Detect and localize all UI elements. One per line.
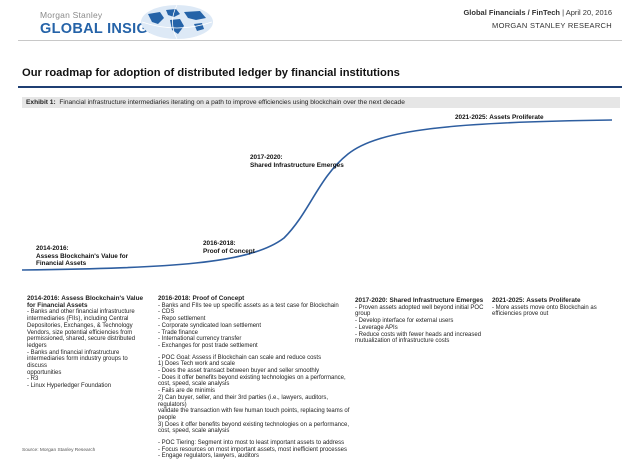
column-line: - Develop interface for external users [355,318,454,325]
column-line: - Exchanges for post trade settlement [158,342,258,349]
exhibit-caption: Exhibit 1: Financial infrastructure inte… [26,99,405,106]
column-line: intermediaries (FIIs), including Central [27,316,129,323]
column-heading: 2017-2020: Shared Infrastructure Emerges [355,297,484,304]
column-line: - Proven assets adopted well beyond init… [355,304,484,311]
column-line: Vendors, size potential efficiencies fro… [27,329,133,336]
column-line: people [158,414,177,421]
column-line: - Leverage APIs [355,324,398,331]
column-line: - Banks and FIIs tee up specific assets … [158,302,339,309]
date-label: April 20, 2016 [565,8,612,17]
column-line: validate the transaction with few human … [158,408,350,415]
column-line: intermediaries form industry groups to d… [27,356,128,370]
column-line: 3) Does it offer benefits beyond existin… [158,421,350,428]
column-line: 2) Can buyer, seller, and their 3rd part… [158,394,329,408]
exhibit-label: Exhibit 1: [26,99,56,106]
stage-name: Proof of Concept [203,247,255,255]
column-line: - POC Tiering: Segment into most to leas… [158,440,345,447]
column-heading: 2016-2018: Proof of Concept [158,295,245,302]
stage-period: 2017-2020: [250,154,283,161]
title-divider [18,86,622,88]
column-proliferate: 2021-2025: Assets Proliferate- More asse… [492,297,617,318]
column-line: - CDS [158,309,175,316]
column-heading: 2021-2025: Assets Proliferate [492,297,581,304]
column-line: 1) Does Tech work and scale [158,361,235,368]
column-line: - Trade finance [158,329,199,336]
column-line: - International currency transfer [158,336,242,343]
research-label: MORGAN STANLEY RESEARCH [492,21,612,30]
brand-logo-text: GLOBAL INSIGHT [40,21,168,37]
column-line: group [355,311,371,318]
column-line: - Linux Hyperledger Foundation [27,383,112,390]
stage-period: 2021-2025: Assets Proliferate [455,114,544,121]
column-line: efficiencies prove out [492,311,549,318]
column-line: Depositories, Exchanges, & Technology [27,322,133,329]
column-line: - Engage regulators, lawyers, auditors [158,453,260,460]
section-label: Global Financials / FinTech [463,8,560,17]
column-line: - Does it offer benefits beyond existing… [158,374,346,381]
stage-label-shared: 2017-2020: Shared Infrastructure Emerges [250,154,370,169]
column-line: mutualization of infrastructure costs [355,338,450,345]
stage-name: Assess Blockchain's Value for Financial … [36,252,129,268]
exhibit-background [22,97,620,108]
column-line: - Reduce costs with fewer heads and incr… [355,331,482,338]
column-line: permissioned, shared, secure distributed [27,336,136,343]
column-line: - More assets move onto Blockchain as [492,304,597,311]
brand-big-label: GLOBAL INSIGHT [40,21,168,37]
column-line: - Banks and other financial infrastructu… [27,309,135,316]
page-title: Our roadmap for adoption of distributed … [22,67,400,79]
column-line: - Banks and financial infrastructure [27,349,120,356]
stage-label-assess: 2014-2016: Assess Blockchain's Value for… [36,245,146,268]
stage-label-poc: 2016-2018: Proof of Concept [203,240,293,255]
column-assess: 2014-2016: Assess Blockchain's Value for… [27,295,149,390]
column-line: - Focus resources on most important asse… [158,446,347,453]
stage-period: 2016-2018: [203,240,236,247]
exhibit-text: Financial infrastructure intermediaries … [59,99,405,106]
header-divider [18,40,622,41]
adoption-s-curve [21,119,613,271]
column-line: - Corporate syndicated loan settlement [158,322,262,329]
globe-icon [141,4,213,40]
stage-label-proliferate: 2021-2025: Assets Proliferate [455,114,585,122]
column-line: cost, speed, scale analysis [158,428,230,435]
header-section: Global Financials / FinTech | April 20, … [463,8,612,17]
column-line: - Fails are de minimis [158,388,216,395]
source-note: Source: Morgan Stanley Research [22,448,96,453]
stage-period: 2014-2016: [36,245,69,252]
column-line: - Repo settlement [158,316,206,323]
column-heading: 2014-2016: Assess Blockchain's Value for… [27,295,144,309]
column-line: cost, speed, scale analysis [158,381,230,388]
column-line: opportunities [27,369,62,376]
column-shared: 2017-2020: Shared Infrastructure Emerges… [355,297,487,345]
column-line: - Does the asset transact between buyer … [158,368,320,375]
brand-name-small: Morgan Stanley [40,10,103,20]
column-poc: 2016-2018: Proof of Concept- Banks and F… [158,295,358,460]
column-line: - POC Goal: Assess if Blockchain can sca… [158,354,322,361]
stage-name: Shared Infrastructure Emerges [250,161,344,169]
column-line: ledgers [27,342,47,349]
column-line: - R3 [27,376,39,383]
